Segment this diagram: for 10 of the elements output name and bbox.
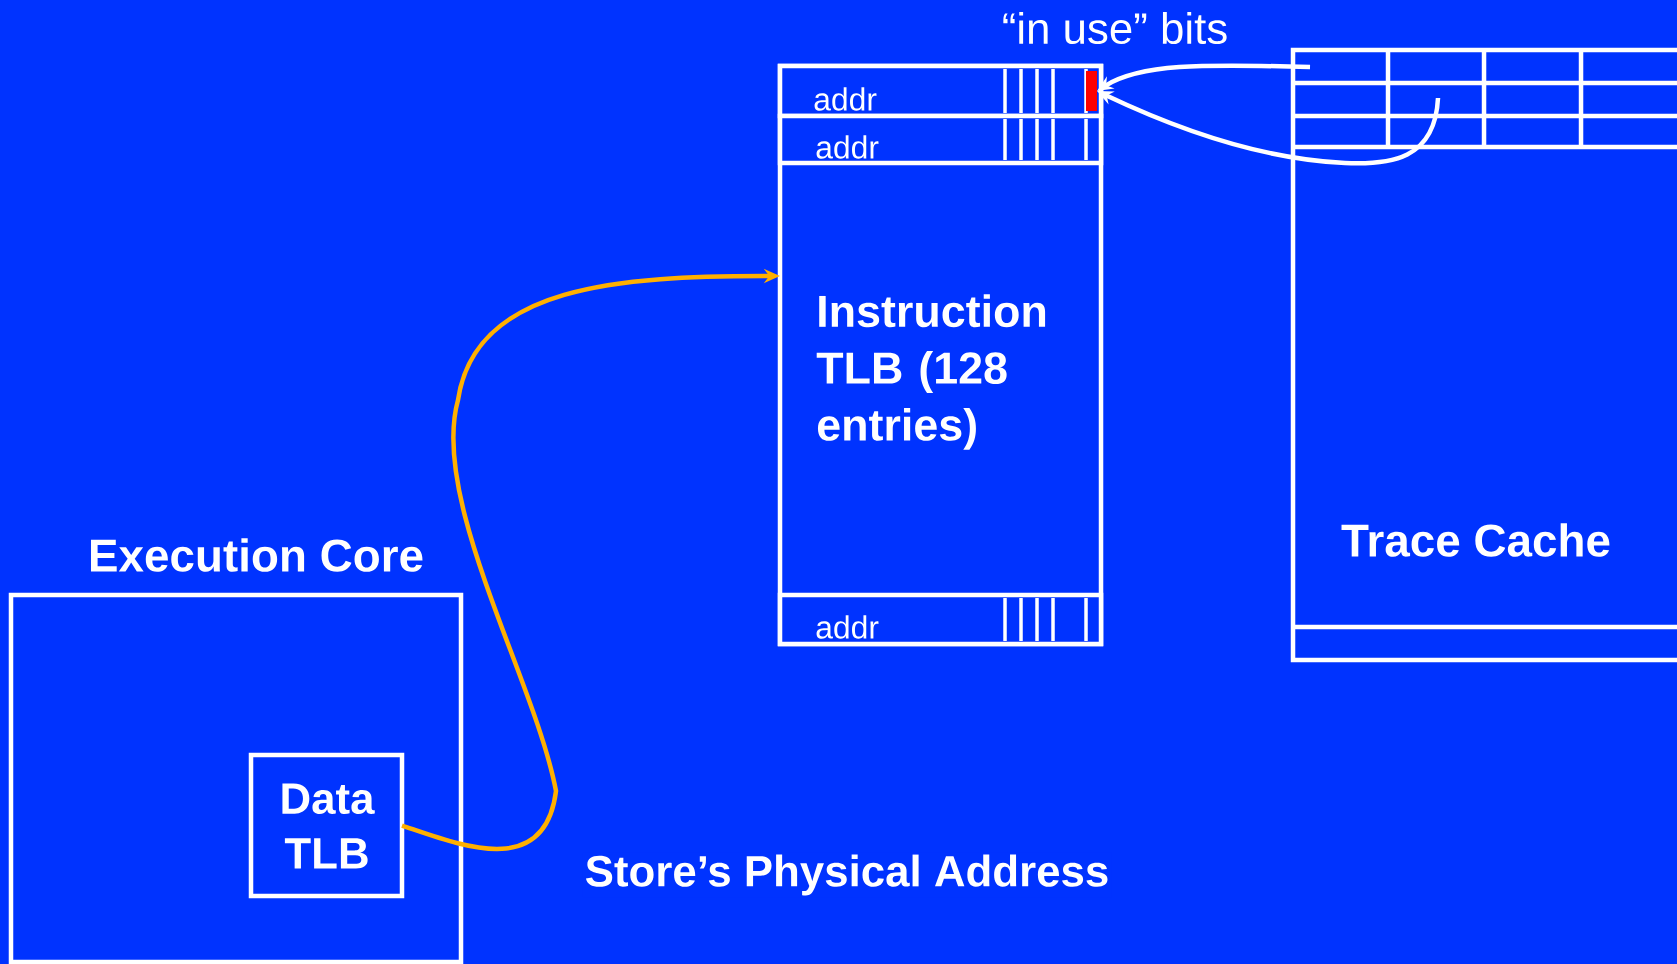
edge-label: Store’s Physical Address (582, 852, 1112, 898)
box-label: Data TLB (282, 783, 375, 869)
in-use-bit (1086, 71, 1097, 111)
annotation: “in use” bits (1003, 11, 1227, 45)
box-label: addr (816, 615, 879, 639)
box-label: Execution Core (91, 538, 423, 572)
box-label: addr (816, 135, 879, 159)
box-label: Trace Cache (1341, 523, 1610, 557)
box-label: Instruction TLB (128 entries) (816, 294, 1046, 450)
box-label: addr (814, 87, 877, 111)
